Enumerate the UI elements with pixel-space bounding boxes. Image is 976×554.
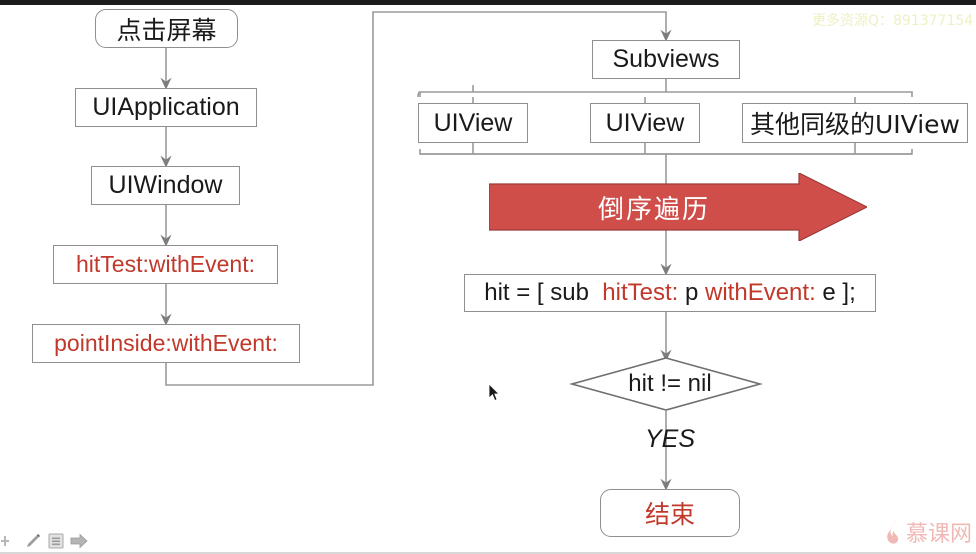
- node-hittest-code[interactable]: hit = [ sub hitTest: p withEvent: e ];: [464, 274, 876, 312]
- node-end[interactable]: 结束: [600, 489, 740, 537]
- node-uiview-1[interactable]: UIView: [418, 103, 528, 143]
- banner-arrow-shape: [488, 172, 869, 242]
- banner-label: 倒序遍历: [597, 194, 710, 225]
- node-uiview-2[interactable]: UIView: [590, 103, 700, 143]
- node-tap-screen[interactable]: 点击屏幕: [95, 9, 238, 48]
- watermark-text: 更多资源Q：891377154: [812, 13, 974, 29]
- code-token-5: e ];: [815, 279, 856, 306]
- node-uiwindow[interactable]: UIWindow: [91, 166, 240, 205]
- code-line: hit = [ sub hitTest: p withEvent: e ];: [484, 279, 856, 307]
- imooc-logo: 慕课网: [885, 516, 972, 548]
- bottom-border-bar: [0, 552, 976, 554]
- node-hittest-withevent[interactable]: hitTest:withEvent:: [53, 245, 278, 284]
- code-token-3: p: [678, 279, 706, 306]
- banner-reverse-traversal: 倒序遍历: [488, 172, 869, 242]
- pencil-icon[interactable]: [23, 531, 43, 551]
- arrow-right-icon[interactable]: [69, 531, 89, 551]
- node-uiapplication[interactable]: UIApplication: [75, 88, 257, 127]
- lines-icon[interactable]: [46, 531, 66, 551]
- mouse-cursor: [488, 383, 500, 402]
- node-other-sibling-uiviews[interactable]: 其他同级的UIView: [742, 103, 968, 143]
- bottom-toolbar[interactable]: [0, 531, 89, 551]
- branch-label-yes: YES: [644, 424, 696, 453]
- code-token-2: hitTest:: [595, 279, 679, 306]
- cursor-plus-icon[interactable]: [0, 531, 20, 551]
- imooc-logo-text: 慕课网: [905, 522, 972, 547]
- code-token-4: withEvent:: [705, 279, 816, 306]
- flame-icon: [887, 520, 899, 544]
- code-token-1: hit = [ sub: [484, 279, 596, 306]
- top-border-bar: [0, 0, 976, 5]
- node-subviews[interactable]: Subviews: [592, 40, 740, 79]
- decision-hit-not-nil-label: hit != nil: [628, 370, 712, 397]
- node-pointinside-withevent[interactable]: pointInside:withEvent:: [32, 324, 300, 363]
